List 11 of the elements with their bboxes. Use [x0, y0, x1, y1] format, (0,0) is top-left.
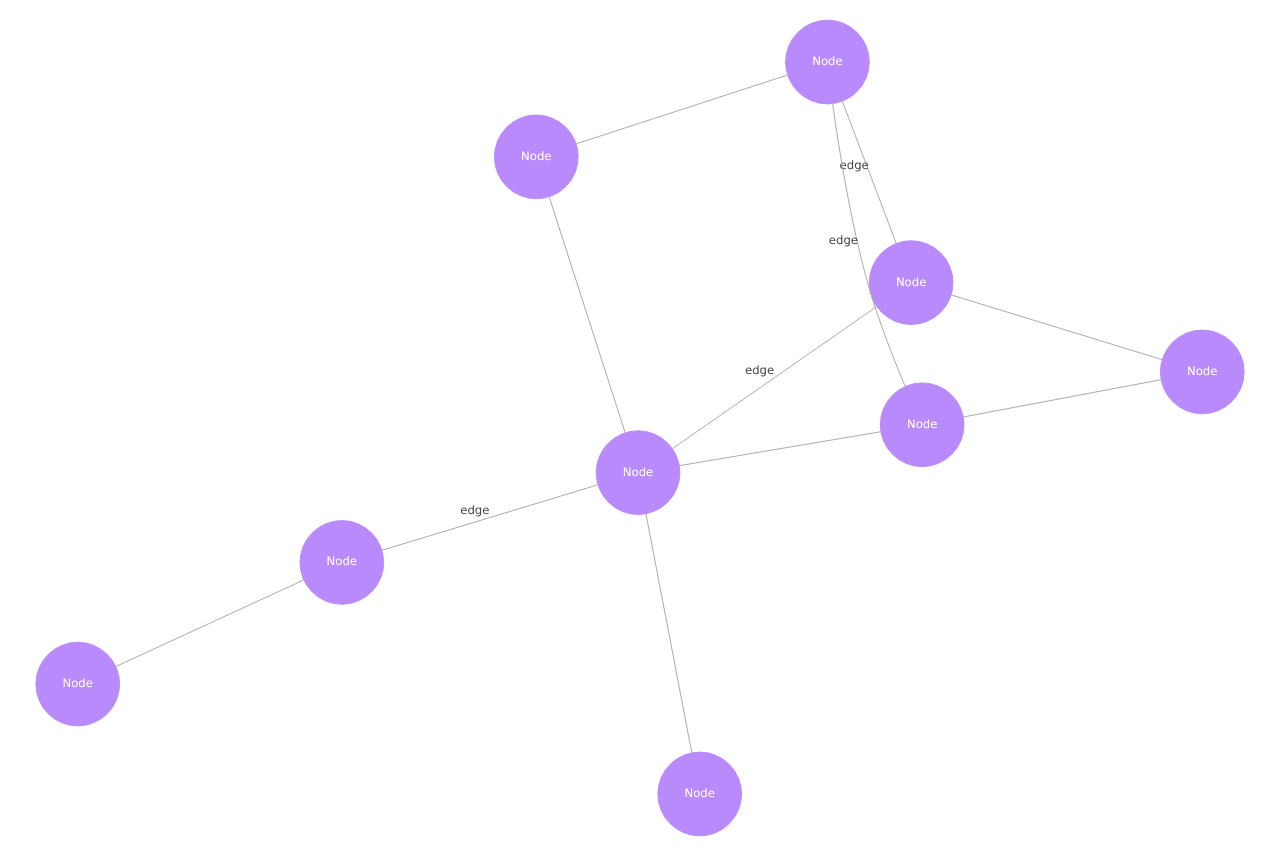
- connector: [381, 484, 599, 551]
- connector: [963, 379, 1162, 418]
- connector: [672, 306, 878, 449]
- connector: [841, 100, 897, 244]
- connector: [575, 74, 789, 145]
- connector: [678, 431, 882, 467]
- connector: [115, 579, 305, 667]
- connector: [832, 103, 906, 387]
- connector: [548, 196, 626, 434]
- connector: [645, 513, 693, 754]
- connector: [950, 294, 1163, 361]
